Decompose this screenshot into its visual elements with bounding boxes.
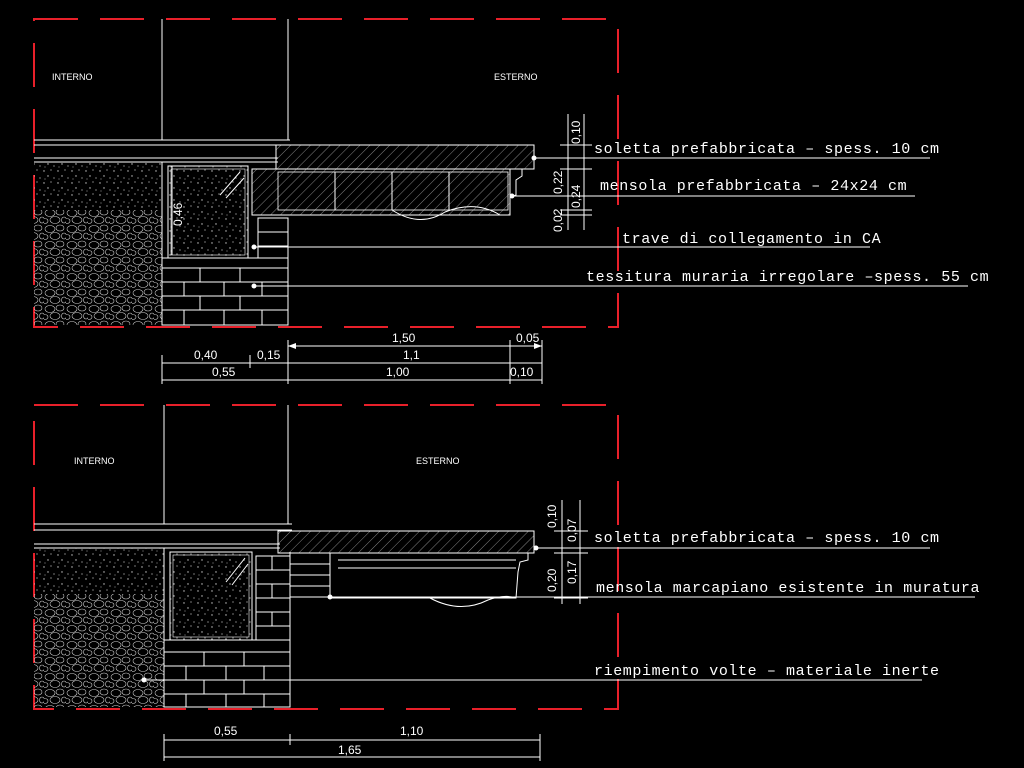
top-upper-wall bbox=[34, 19, 290, 146]
top-red-frame bbox=[33, 18, 619, 328]
bottom-fill-speckle bbox=[34, 548, 164, 594]
top-interno-label: INTERNO bbox=[52, 72, 93, 82]
top-brick-masonry bbox=[161, 217, 289, 326]
bottom-ca-beam bbox=[169, 551, 253, 641]
bottom-existing-bracket bbox=[289, 552, 529, 607]
bottom-label-soletta: soletta prefabbricata – spess. 10 cm bbox=[594, 530, 940, 547]
bottom-hdim-055: 0,55 bbox=[214, 724, 238, 738]
top-fill-stones bbox=[34, 210, 162, 325]
bottom-vdim-020: 0,20 bbox=[545, 568, 559, 592]
top-vertical-dims bbox=[171, 114, 592, 255]
bottom-horizontal-dims bbox=[163, 734, 541, 761]
bottom-precast-slab bbox=[277, 530, 535, 554]
bottom-vdim-007: 0,07 bbox=[565, 518, 579, 542]
top-vdim-022: 0,22 bbox=[551, 170, 565, 194]
top-hdim-010: 0,10 bbox=[510, 365, 534, 379]
top-precast-bracket bbox=[251, 168, 523, 220]
top-vdim-010: 0,10 bbox=[569, 120, 583, 144]
top-hdim-015: 0,15 bbox=[257, 348, 281, 362]
top-precast-slab bbox=[275, 144, 535, 170]
top-hdim-055: 0,55 bbox=[212, 365, 236, 379]
bottom-hdim-165: 1,65 bbox=[338, 743, 362, 757]
top-esterno-label: ESTERNO bbox=[494, 72, 538, 82]
top-leaders bbox=[251, 155, 968, 289]
bottom-label-mensola: mensola marcapiano esistente in muratura bbox=[596, 580, 980, 597]
top-hdim-150: 1,50 bbox=[392, 331, 416, 345]
top-vdim-024: 0,24 bbox=[569, 184, 583, 208]
top-hdim-005: 0,05 bbox=[516, 331, 540, 345]
bottom-upper-wall bbox=[34, 405, 292, 531]
top-horizontal-dims bbox=[161, 340, 543, 384]
bottom-esterno-label: ESTERNO bbox=[416, 456, 460, 466]
top-hdim-100: 1,00 bbox=[386, 365, 410, 379]
bottom-vdim-010: 0,10 bbox=[545, 504, 559, 528]
bottom-leaders bbox=[141, 545, 975, 683]
top-label-mensola: mensola prefabbricata – 24x24 cm bbox=[600, 178, 907, 195]
top-fill-speckle bbox=[34, 162, 162, 210]
bottom-detail: 0,10 0,07 0,20 0,17 0,55 1,10 1,65 INTER… bbox=[33, 404, 980, 761]
top-detail: 0,10 0,22 0,24 0,02 0,46 1,50 0,05 0,40 … bbox=[33, 18, 989, 384]
top-vdim-046: 0,46 bbox=[171, 202, 185, 226]
top-label-tessitura: tessitura muraria irregolare –spess. 55 … bbox=[586, 269, 989, 286]
bottom-fill-stones bbox=[34, 594, 164, 707]
bottom-vdim-017: 0,17 bbox=[565, 560, 579, 584]
bottom-hdim-110: 1,10 bbox=[400, 724, 424, 738]
top-vdim-002: 0,02 bbox=[551, 208, 565, 232]
top-label-trave: trave di collegamento in CA bbox=[622, 231, 881, 248]
bottom-vertical-dims bbox=[554, 500, 588, 604]
top-label-soletta: soletta prefabbricata – spess. 10 cm bbox=[594, 141, 940, 158]
top-hdim-040: 0,40 bbox=[194, 348, 218, 362]
bottom-interno-label: INTERNO bbox=[74, 456, 115, 466]
top-hdim-11: 1,1 bbox=[403, 348, 420, 362]
top-ca-beam bbox=[167, 165, 249, 259]
bottom-label-riempimento: riempimento volte – materiale inerte bbox=[594, 663, 940, 680]
